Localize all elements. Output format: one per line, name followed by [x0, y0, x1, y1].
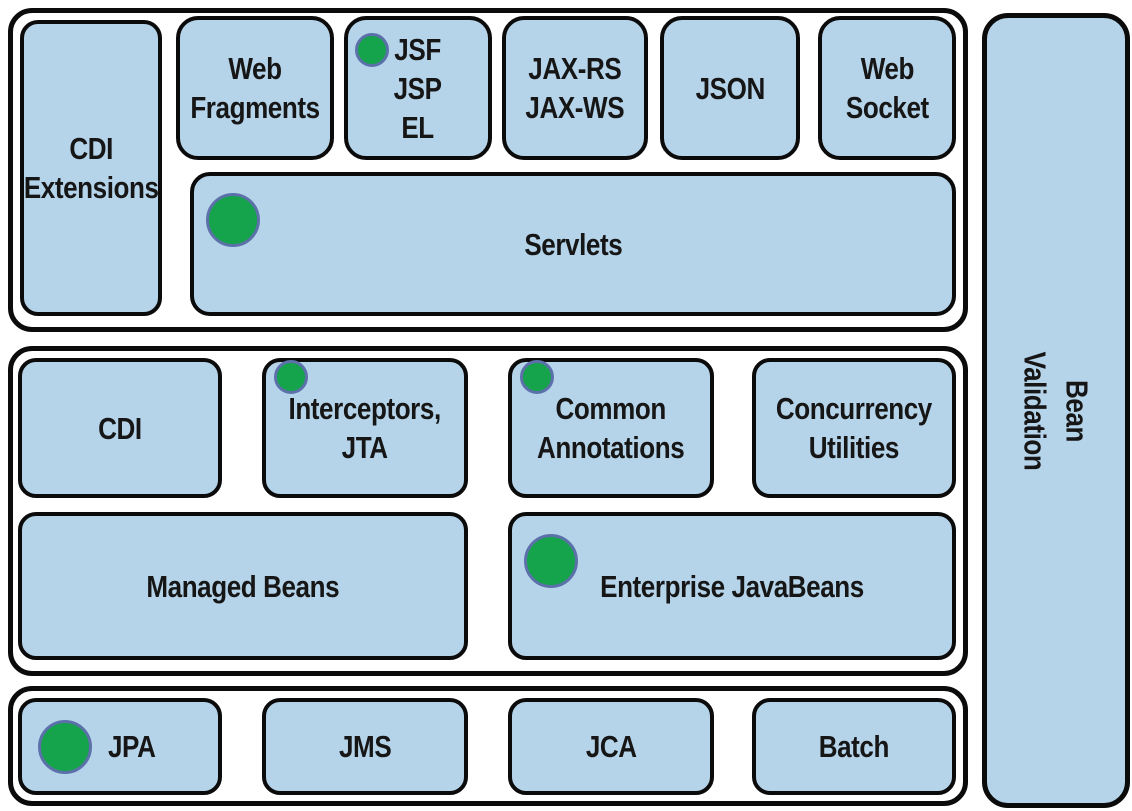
new-spec-dot-icon — [38, 719, 92, 774]
spec-label-line: Fragments — [190, 90, 320, 125]
spec-label-line: JTA — [341, 430, 388, 465]
spec-box-cdi: CDI — [18, 358, 222, 498]
spec-label-line: EL — [401, 109, 435, 145]
spec-label-line: JPA — [108, 729, 156, 764]
spec-label: JCA — [586, 727, 637, 766]
spec-box-web-socket: Web Socket — [818, 16, 956, 160]
spec-label-line: JAX-WS — [525, 90, 625, 125]
spec-label: JPA — [108, 727, 156, 766]
new-spec-dot-icon — [524, 534, 578, 588]
spec-label-line: Interceptors, — [288, 391, 442, 426]
spec-label: CDI — [98, 409, 142, 448]
spec-label-line: Bean — [1060, 379, 1096, 442]
spec-label-line: JMS — [338, 729, 392, 764]
spec-label: Bean Validation — [1014, 351, 1098, 470]
spec-label-line: JCA — [585, 729, 637, 764]
spec-label-line: Annotations — [537, 430, 685, 465]
spec-label-line: Batch — [818, 729, 890, 764]
spec-label-line: Extensions — [23, 170, 159, 205]
spec-label: Managed Beans — [147, 567, 340, 606]
spec-label-line: Web — [228, 51, 282, 86]
spec-label-line: Web — [860, 51, 914, 86]
spec-label: Batch — [818, 727, 890, 766]
spec-label-line: CDI — [98, 410, 142, 446]
spec-label-line: Managed Beans — [146, 568, 340, 604]
spec-label: Enterprise JavaBeans — [600, 567, 864, 606]
spec-label: Servlets — [524, 225, 622, 264]
spec-label-line: JSF — [394, 31, 442, 67]
spec-box-batch: Batch — [752, 698, 956, 795]
spec-label-line: JSON — [695, 70, 765, 106]
spec-box-cdi-extensions: CDI Extensions — [20, 20, 162, 316]
spec-box-concurrency-utilities: Concurrency Utilities — [752, 358, 956, 498]
spec-label-line: Utilities — [808, 430, 900, 465]
spec-label: Concurrency Utilities — [776, 389, 932, 467]
spec-box-jax-rs-jax-ws: JAX-RS JAX-WS — [502, 16, 648, 160]
new-spec-dot-icon — [520, 360, 554, 394]
spec-box-jms: JMS — [262, 698, 468, 795]
spec-box-common-annotations: Common Annotations — [508, 358, 714, 498]
spec-box-jsf-jsp-el: JSF JSP EL — [344, 16, 492, 160]
spec-label-line: Validation — [1018, 351, 1054, 470]
spec-label-line: Socket — [845, 90, 929, 125]
spec-label-line: Common — [555, 391, 667, 426]
spec-label: Common Annotations — [537, 389, 685, 467]
new-spec-dot-icon — [206, 193, 260, 247]
new-spec-dot-icon — [355, 33, 389, 67]
spec-label: Interceptors, JTA — [288, 389, 442, 467]
spec-box-managed-beans: Managed Beans — [18, 512, 468, 660]
spec-box-json: JSON — [660, 16, 800, 160]
spec-label-line: JSP — [394, 70, 442, 106]
spec-label: JSON — [695, 69, 765, 108]
spec-box-jpa: JPA — [18, 698, 222, 795]
spec-label: Web Socket — [846, 49, 929, 127]
spec-box-bean-validation: Bean Validation — [982, 13, 1130, 808]
spec-label: JMS — [338, 727, 392, 766]
spec-label: JAX-RS JAX-WS — [526, 49, 625, 127]
new-spec-dot-icon — [274, 360, 308, 394]
spec-label-line: CDI — [69, 131, 113, 166]
spec-label-line: Concurrency — [775, 391, 933, 426]
spec-label-line: Servlets — [524, 226, 622, 262]
spec-box-interceptors-jta: Interceptors, JTA — [262, 358, 468, 498]
spec-box-enterprise-javabeans: Enterprise JavaBeans — [508, 512, 956, 660]
spec-label: CDI Extensions — [24, 129, 159, 207]
spec-box-web-fragments: Web Fragments — [176, 16, 334, 160]
spec-label-line: Enterprise JavaBeans — [600, 568, 864, 604]
spec-label-line: JAX-RS — [528, 51, 622, 86]
spec-box-servlets: Servlets — [190, 172, 956, 316]
spec-label: Web Fragments — [190, 49, 320, 127]
spec-label: JSF JSP EL — [394, 30, 442, 147]
spec-box-jca: JCA — [508, 698, 714, 795]
